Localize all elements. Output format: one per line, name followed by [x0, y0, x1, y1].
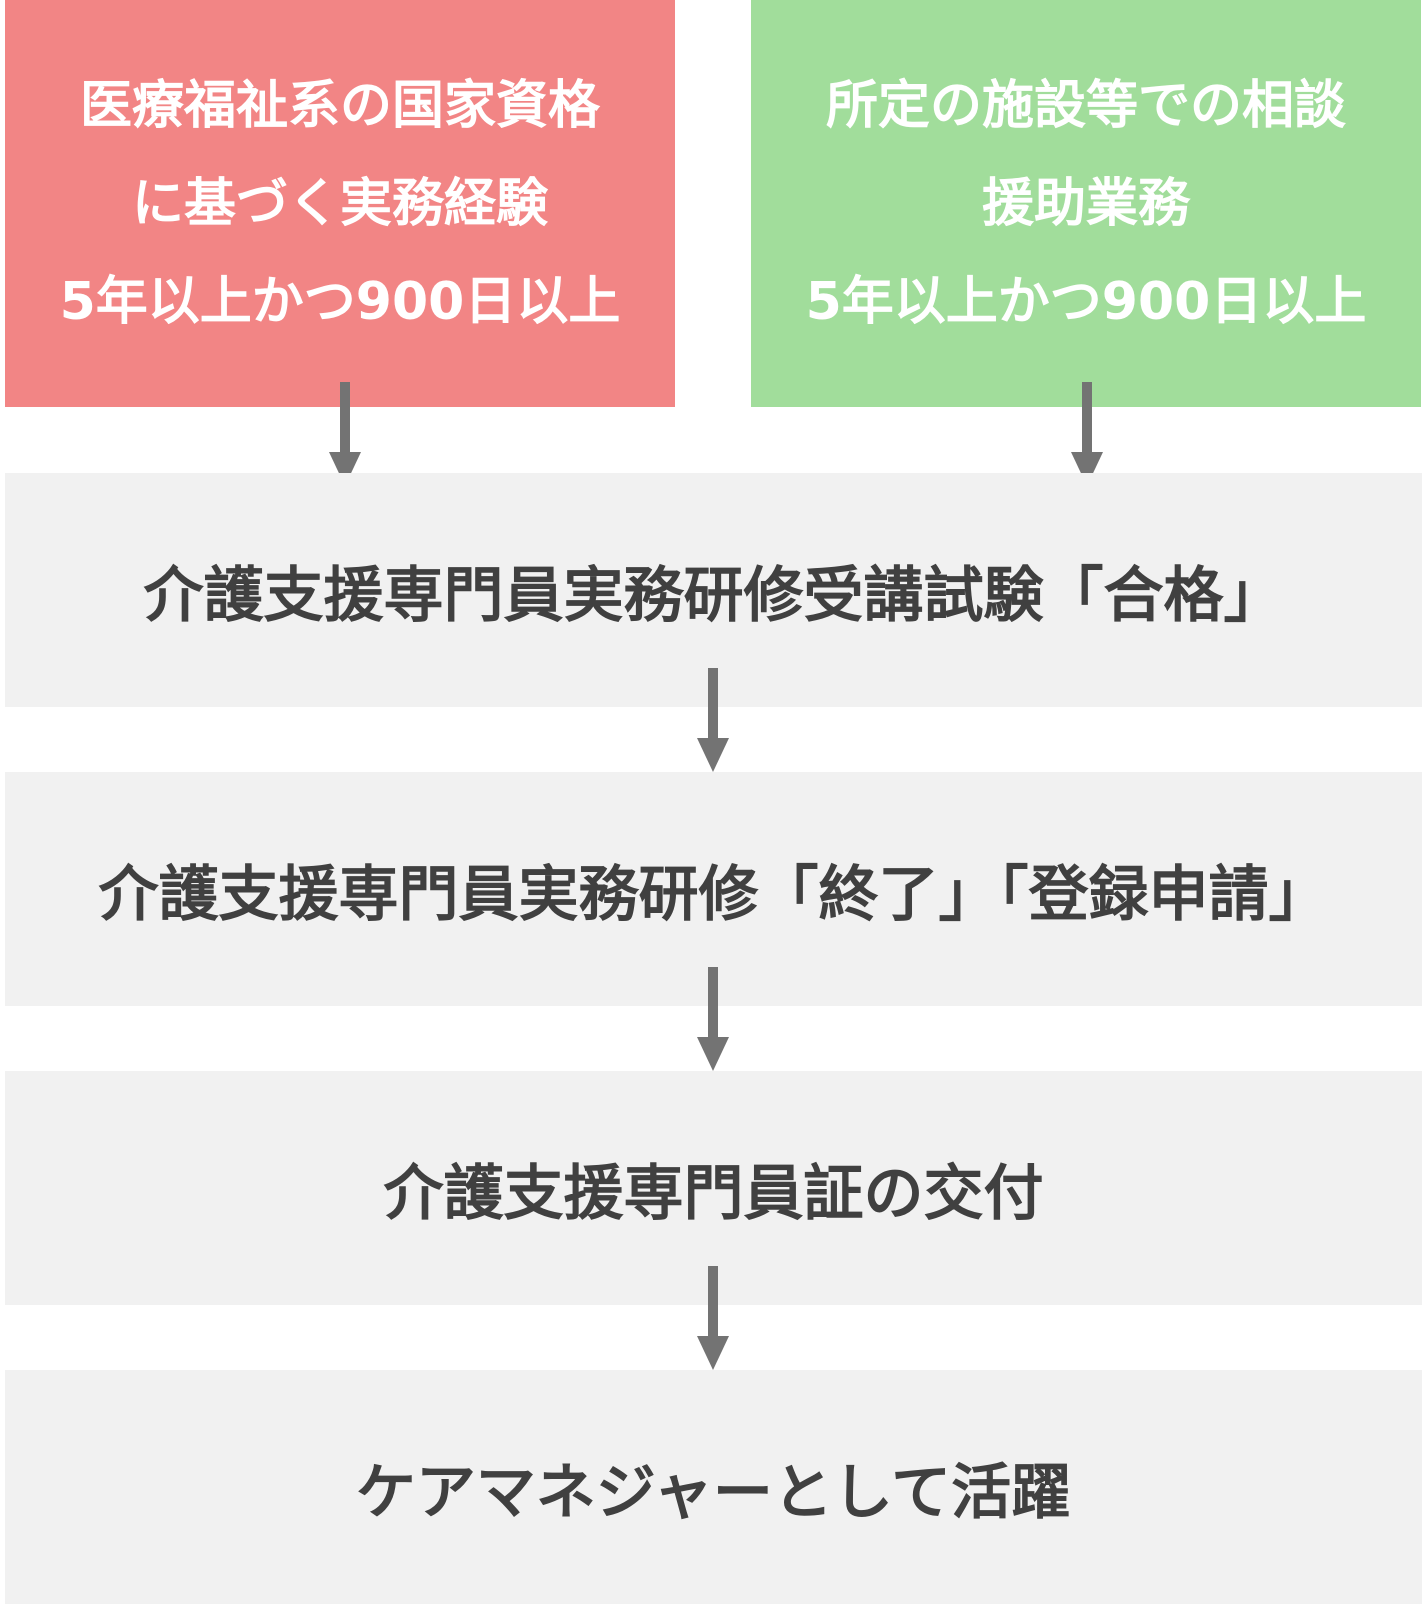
step-label: 介護支援専門員証の交付 — [383, 1158, 1044, 1229]
arrow-down-icon — [1071, 382, 1103, 486]
requirement-line: 医療福祉系の国家資格 — [79, 75, 600, 136]
requirement-line: 援助業務 — [981, 173, 1190, 234]
arrow-down-icon — [329, 382, 361, 486]
step-label: 介護支援専門員実務研修受講試験「合格」 — [143, 560, 1284, 631]
step-care-manager-work: ケアマネジャーとして活躍 — [5, 1370, 1422, 1604]
requirement-line: に基づく実務経験 — [131, 173, 548, 234]
requirement-box-medical-welfare: 医療福祉系の国家資格 に基づく実務経験 5年以上かつ900日以上 — [5, 0, 675, 407]
requirement-line: 5年以上かつ900日以上 — [59, 271, 621, 332]
requirement-box-consultation-support: 所定の施設等での相談 援助業務 5年以上かつ900日以上 — [751, 0, 1421, 407]
arrow-down-icon — [697, 967, 729, 1071]
requirement-line: 5年以上かつ900日以上 — [805, 271, 1367, 332]
step-label: 介護支援専門員実務研修「終了」「登録申請」 — [98, 859, 1329, 930]
arrow-down-icon — [697, 1266, 729, 1370]
arrow-down-icon — [697, 668, 729, 772]
requirement-line: 所定の施設等での相談 — [825, 75, 1346, 136]
step-label: ケアマネジャーとして活躍 — [355, 1457, 1072, 1528]
